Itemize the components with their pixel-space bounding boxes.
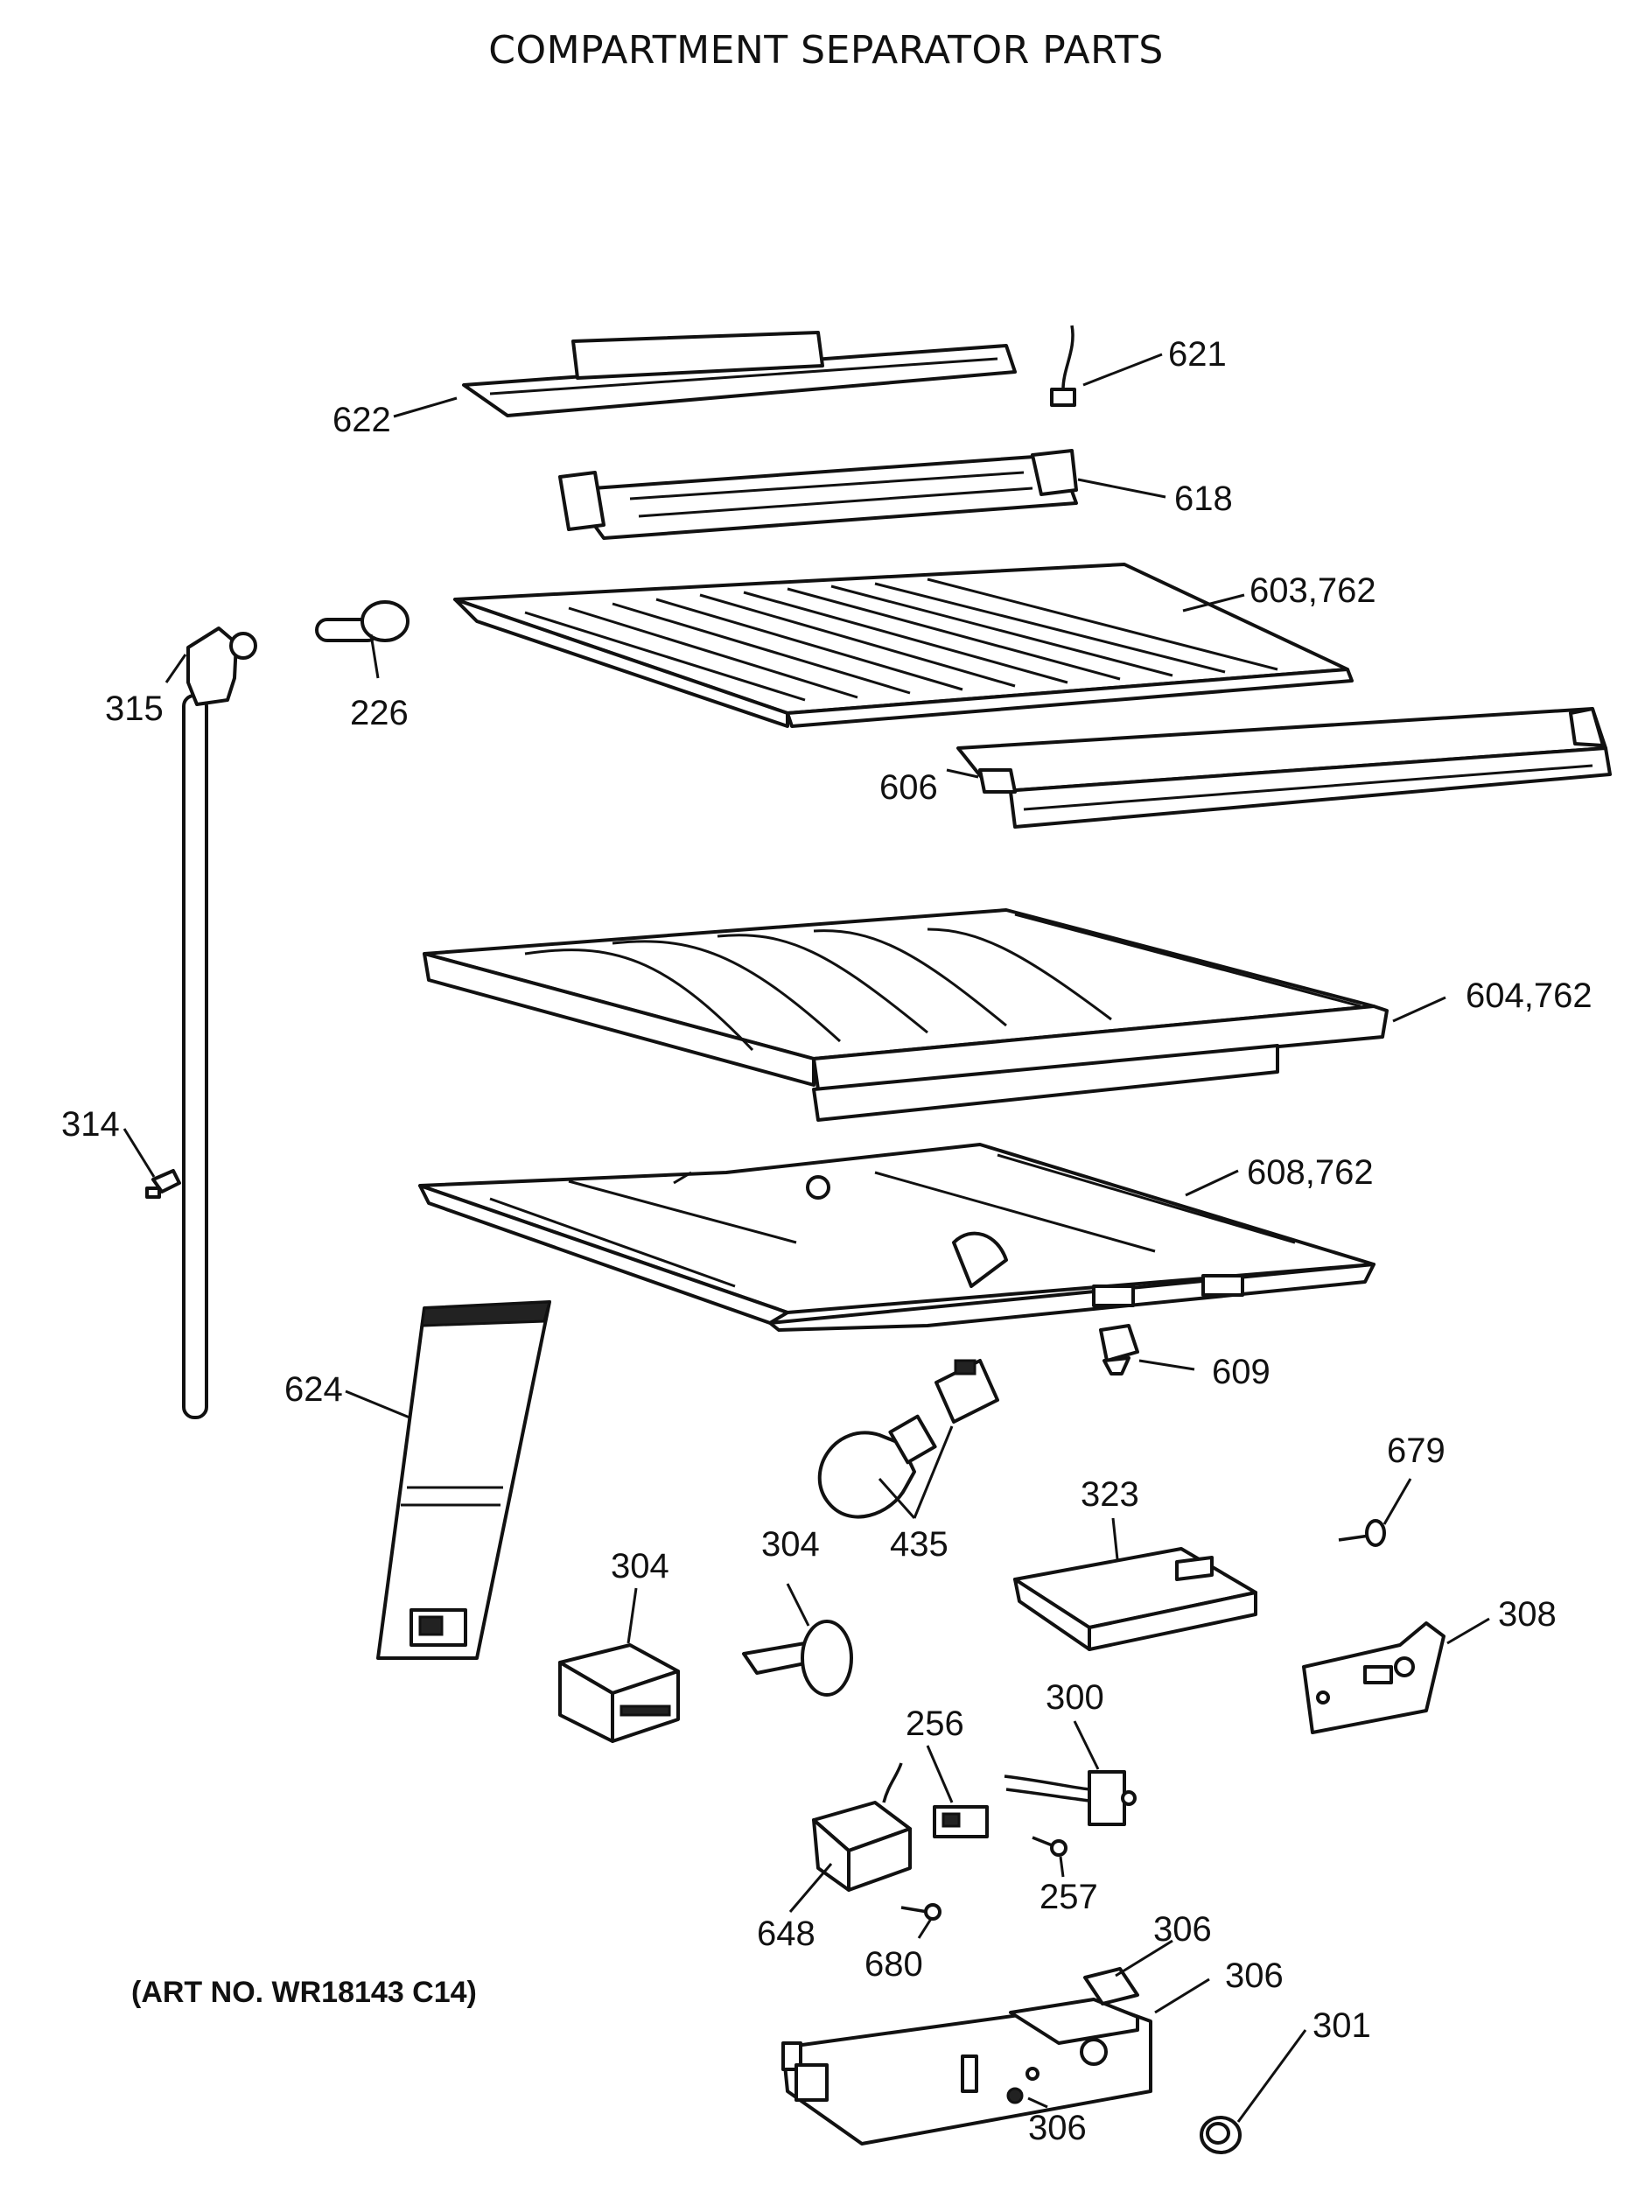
part-603-shelf: [453, 563, 1354, 728]
part-315-rod-knob: [182, 626, 257, 1419]
part-680-screw: [900, 1903, 942, 1921]
part-679-screw: [1338, 1519, 1386, 1547]
part-256-switch: [933, 1805, 989, 1838]
callout-300: 300: [1046, 1678, 1104, 1717]
callout-604-762: 604,762: [1466, 976, 1592, 1015]
part-624-air-duct: [376, 1300, 551, 1660]
callout-648: 648: [757, 1914, 816, 1953]
part-604-separator: [423, 908, 1389, 1122]
part-314-clip: [145, 1169, 181, 1199]
callout-679: 679: [1387, 1432, 1446, 1470]
part-435-bulb-socket: [817, 1359, 999, 1519]
callout-306-a: 306: [1153, 1910, 1212, 1949]
part-608-liner: [418, 1143, 1376, 1332]
part-606-trim: [956, 707, 1612, 829]
callout-314: 314: [61, 1105, 120, 1144]
callout-603-762: 603,762: [1250, 571, 1376, 610]
callout-680: 680: [864, 1945, 923, 1984]
part-304-control: [742, 1620, 853, 1697]
callout-435: 435: [890, 1525, 948, 1564]
callout-622: 622: [332, 401, 391, 439]
callout-621: 621: [1168, 335, 1227, 374]
part-306-bracket: [781, 1967, 1152, 2146]
callout-323: 323: [1081, 1475, 1139, 1514]
callout-315: 315: [105, 690, 164, 728]
callout-256: 256: [906, 1704, 964, 1743]
leader-lines: [122, 353, 1490, 2123]
callout-306-c: 306: [1028, 2109, 1087, 2147]
callout-618: 618: [1174, 480, 1233, 518]
part-323-bracket: [1013, 1547, 1257, 1651]
part-308-plate: [1302, 1621, 1446, 1734]
callout-306-b: 306: [1225, 1956, 1284, 1995]
part-621-cable: [1050, 325, 1076, 407]
part-257-screw: [1032, 1836, 1068, 1857]
callout-304-a: 304: [611, 1547, 669, 1586]
callout-609: 609: [1212, 1353, 1270, 1391]
part-648-motor: [812, 1762, 912, 1892]
callout-608-762: 608,762: [1247, 1153, 1374, 1192]
callout-257: 257: [1040, 1878, 1098, 1916]
callout-624: 624: [284, 1370, 343, 1409]
art-number: (ART NO. WR18143 C14): [131, 1976, 477, 2009]
callout-304-b: 304: [761, 1525, 820, 1564]
part-300-sensor: [1004, 1770, 1137, 1826]
part-622-cover: [462, 331, 1017, 417]
callout-308: 308: [1498, 1595, 1557, 1634]
part-609-fastener: [1099, 1324, 1139, 1376]
diagram-title: COMPARTMENT SEPARATOR PARTS: [488, 28, 1164, 73]
callout-606: 606: [879, 768, 938, 807]
part-618-housing: [558, 449, 1078, 540]
callout-226: 226: [350, 694, 409, 732]
part-301-knob: [1200, 2116, 1242, 2154]
callout-301: 301: [1312, 2006, 1371, 2045]
part-304-box: [558, 1643, 680, 1743]
part-226-roller: [315, 600, 410, 642]
